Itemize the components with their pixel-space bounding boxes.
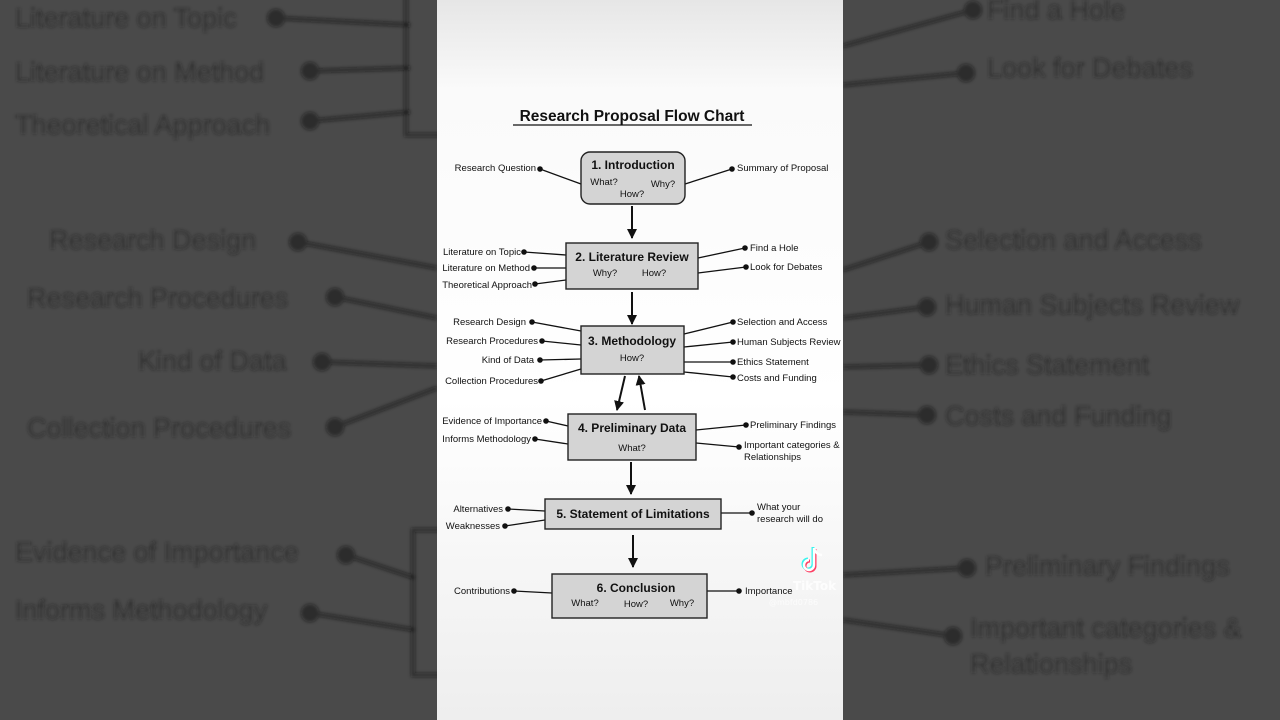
label-human-subjects-review: Human Subjects Review: [737, 337, 841, 348]
label-relationships: Relationships: [744, 452, 801, 463]
label-find-a-hole: Find a Hole: [750, 243, 799, 254]
chart-title: Research Proposal Flow Chart: [520, 108, 745, 125]
label-research-will-do: research will do: [757, 514, 823, 525]
box-literature-review: [565, 242, 699, 290]
arrow-4-3: [635, 375, 646, 411]
bg-left-label: Research Design: [49, 225, 256, 255]
box-sub: Why?: [593, 268, 617, 279]
label-ethics-statement: Ethics Statement: [737, 357, 809, 368]
box-conclusion-title: 6. Conclusion: [597, 581, 676, 595]
label-informs-methodology: Informs Methodology: [442, 434, 531, 445]
bg-right-label: Find a Hole: [987, 0, 1125, 25]
bg-right-label: Look for Debates: [987, 53, 1193, 83]
bg-left-label: Kind of Data: [138, 346, 288, 376]
watermark-handle: @mbfd0786: [769, 598, 818, 607]
label-look-for-debates: Look for Debates: [750, 262, 823, 273]
connectors-box-4: [532, 418, 749, 450]
box-introduction-title: 1. Introduction: [591, 158, 674, 172]
label-alternatives: Alternatives: [453, 504, 503, 515]
box-sub: How?: [624, 599, 648, 610]
bg-left-label: Collection Procedures: [27, 413, 291, 443]
bg-right-label: Human Subjects Review: [945, 290, 1240, 320]
box-sub: What?: [618, 443, 645, 454]
box-literature-review-title: 2. Literature Review: [575, 250, 689, 264]
box-preliminary-data: [567, 413, 697, 461]
label-costs-and-funding: Costs and Funding: [737, 373, 817, 384]
box-statement-of-limitations-title: 5. Statement of Limitations: [556, 507, 710, 521]
bg-left-label: Research Procedures: [27, 283, 288, 313]
connectors-box-3: [529, 319, 736, 384]
box-preliminary-data-title: 4. Preliminary Data: [578, 421, 686, 435]
label-preliminary-findings: Preliminary Findings: [750, 420, 836, 431]
box-methodology: [580, 325, 685, 375]
label-importance: Importance: [745, 586, 793, 597]
connectors-box-1: [537, 166, 735, 185]
label-theoretical-approach: Theoretical Approach: [442, 280, 532, 291]
label-contributions: Contributions: [454, 586, 510, 597]
bg-right-label: Relationships: [970, 649, 1132, 679]
bg-left-label: Literature on Topic: [15, 3, 237, 33]
label-selection-and-access: Selection and Access: [737, 317, 828, 328]
box-sub: How?: [620, 353, 644, 364]
bg-left-label: Informs Methodology: [15, 595, 268, 625]
bg-right-label: Selection and Access: [945, 225, 1202, 255]
box-sub: What?: [571, 598, 598, 609]
bg-left-label: Theoretical Approach: [15, 110, 270, 140]
label-evidence-of-importance: Evidence of Importance: [442, 416, 542, 427]
label-kind-of-data: Kind of Data: [482, 355, 535, 366]
bg-right-label: Ethics Statement: [945, 350, 1150, 380]
box-statement-of-limitations: [544, 498, 722, 530]
bg-right-label: Costs and Funding: [945, 401, 1172, 431]
label-research-design: Research Design: [453, 317, 526, 328]
label-research-question: Research Question: [455, 163, 536, 174]
arrow-3-4: [614, 375, 626, 411]
label-what-your: What your: [757, 502, 800, 513]
watermark-brand: TikTok: [793, 579, 837, 593]
flow-chart: Research Proposal Flow Chart 1. Introduc…: [442, 108, 841, 619]
box-sub: What?: [590, 177, 617, 188]
connectors-box-6: [511, 588, 742, 594]
bg-right-label: Important categories &: [970, 613, 1242, 643]
bg-right-label: Preliminary Findings: [985, 551, 1230, 581]
box-sub: Why?: [651, 179, 675, 190]
connectors-box-2: [521, 245, 749, 287]
label-literature-on-topic: Literature on Topic: [443, 247, 521, 258]
box-sub: Why?: [670, 598, 694, 609]
label-collection-procedures: Collection Procedures: [445, 376, 538, 387]
box-methodology-title: 3. Methodology: [588, 334, 676, 348]
bg-left-label: Literature on Method: [15, 57, 264, 87]
box-sub: How?: [620, 189, 644, 200]
box-conclusion: [551, 573, 708, 619]
box-sub: How?: [642, 268, 666, 279]
tiktok-logo-icon: [801, 547, 823, 573]
label-research-procedures: Research Procedures: [446, 336, 538, 347]
connectors-box-5: [502, 506, 755, 529]
label-summary-of-proposal: Summary of Proposal: [737, 163, 828, 174]
box-introduction: [580, 151, 686, 205]
label-important-categories: Important categories &: [744, 440, 840, 451]
label-literature-on-method: Literature on Method: [442, 263, 530, 274]
label-weaknesses: Weaknesses: [446, 521, 500, 532]
bg-left-label: Evidence of Importance: [15, 537, 299, 567]
